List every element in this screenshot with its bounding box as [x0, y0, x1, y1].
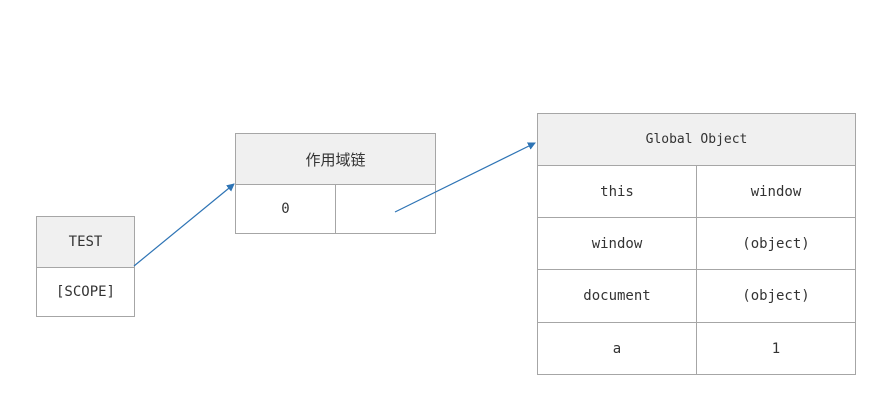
- column-divider: [696, 166, 697, 374]
- test-to-scope-chain-arrow: [133, 183, 235, 267]
- scope-chain-box: 作用域链 0: [235, 133, 436, 234]
- scope-chain-column-divider: [335, 185, 336, 233]
- table-row-key: document: [583, 288, 651, 304]
- test-box-title: TEST: [37, 217, 134, 267]
- test-box-scope: [SCOPE]: [55, 284, 115, 300]
- scope-chain-index: 0: [281, 201, 290, 217]
- global-object-table: Global Object this window window (object…: [537, 113, 856, 375]
- table-row-key: a: [612, 340, 622, 357]
- global-object-title: Global Object: [538, 114, 855, 165]
- table-row-key: this: [600, 183, 634, 200]
- row-divider: [538, 165, 855, 166]
- scope-chain-divider: [236, 184, 435, 185]
- table-row-value: 1: [771, 340, 781, 357]
- scope-chain-to-global-object-arrow: [394, 142, 536, 213]
- table-row-value: (object): [742, 235, 810, 252]
- scope-chain-title: 作用域链: [236, 134, 435, 184]
- table-row-value: window: [750, 183, 802, 200]
- table-row-value: (object): [742, 288, 810, 304]
- test-box-divider: [37, 267, 134, 268]
- table-row-key: window: [591, 235, 643, 252]
- test-box: TEST [SCOPE]: [36, 216, 135, 317]
